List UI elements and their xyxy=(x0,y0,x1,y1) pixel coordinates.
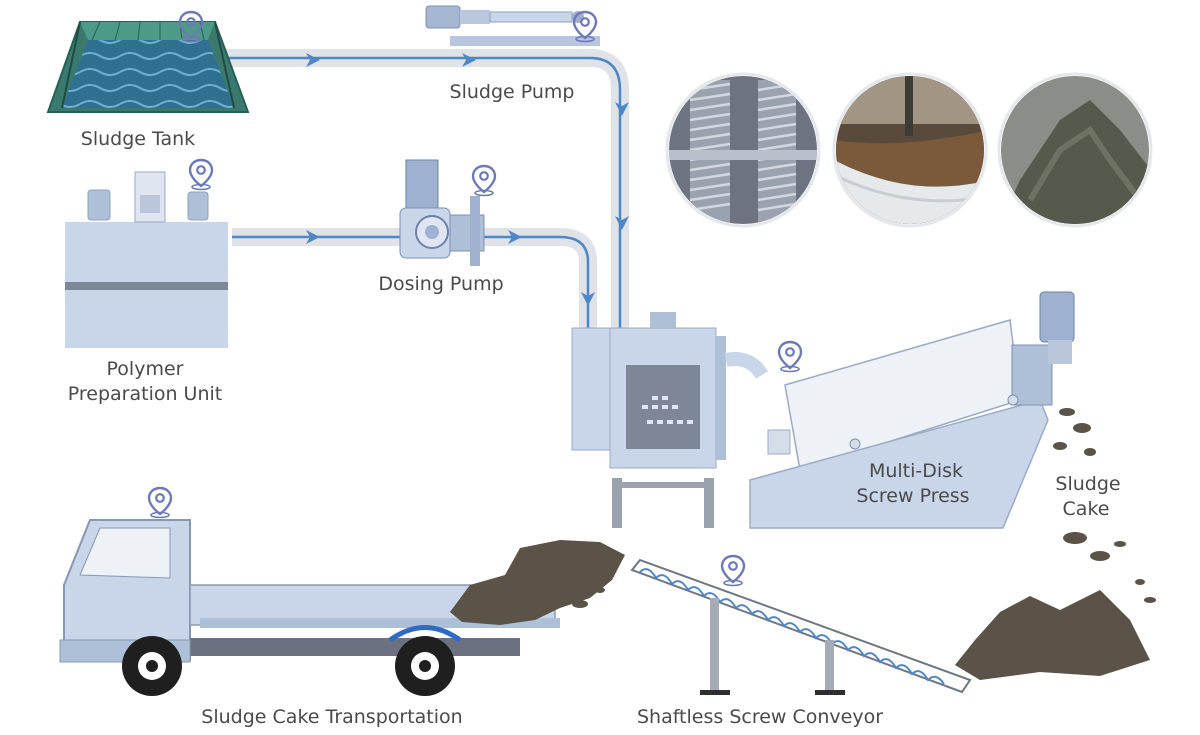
polymer-preparation-unit xyxy=(65,171,228,348)
photo-sludge-cake xyxy=(997,72,1153,228)
shaftless-screw-conveyor xyxy=(630,558,972,695)
dosing-pump-label: Dosing Pump xyxy=(378,273,504,295)
photo-sludge-flow xyxy=(832,72,988,228)
polymer-pipe xyxy=(232,228,597,330)
location-pin-icon xyxy=(147,486,173,519)
conveyor-label: Shaftless Screw Conveyor xyxy=(636,706,884,728)
location-pin-icon xyxy=(777,340,803,373)
sludge-tank xyxy=(46,21,250,113)
screw-press-label-line2: Screw Press xyxy=(856,485,970,507)
dosing-pump xyxy=(399,159,485,266)
polymer-unit-label-line2: Preparation Unit xyxy=(67,383,223,405)
sludge-cake-label-line1: Sludge xyxy=(1055,473,1121,495)
photo-screw-disks xyxy=(665,72,821,228)
sludge-tank-label: Sludge Tank xyxy=(80,128,196,150)
location-pin-icon xyxy=(188,158,214,191)
sludge-pump-label: Sludge Pump xyxy=(449,81,575,103)
location-pin-icon xyxy=(720,554,746,587)
flocculation-tank xyxy=(571,312,769,528)
transportation-label: Sludge Cake Transportation xyxy=(201,706,463,728)
sludge-cake-label-line2: Cake xyxy=(1062,498,1110,520)
polymer-unit-label-line1: Polymer xyxy=(106,358,184,380)
sludge-cake-falling xyxy=(955,408,1156,680)
screw-press-label-line1: Multi-Disk xyxy=(868,460,964,482)
multi-disk-screw-press xyxy=(749,291,1075,529)
location-pin-icon xyxy=(471,164,497,197)
sludge-pipe xyxy=(213,49,629,330)
sludge-pile xyxy=(450,540,625,625)
